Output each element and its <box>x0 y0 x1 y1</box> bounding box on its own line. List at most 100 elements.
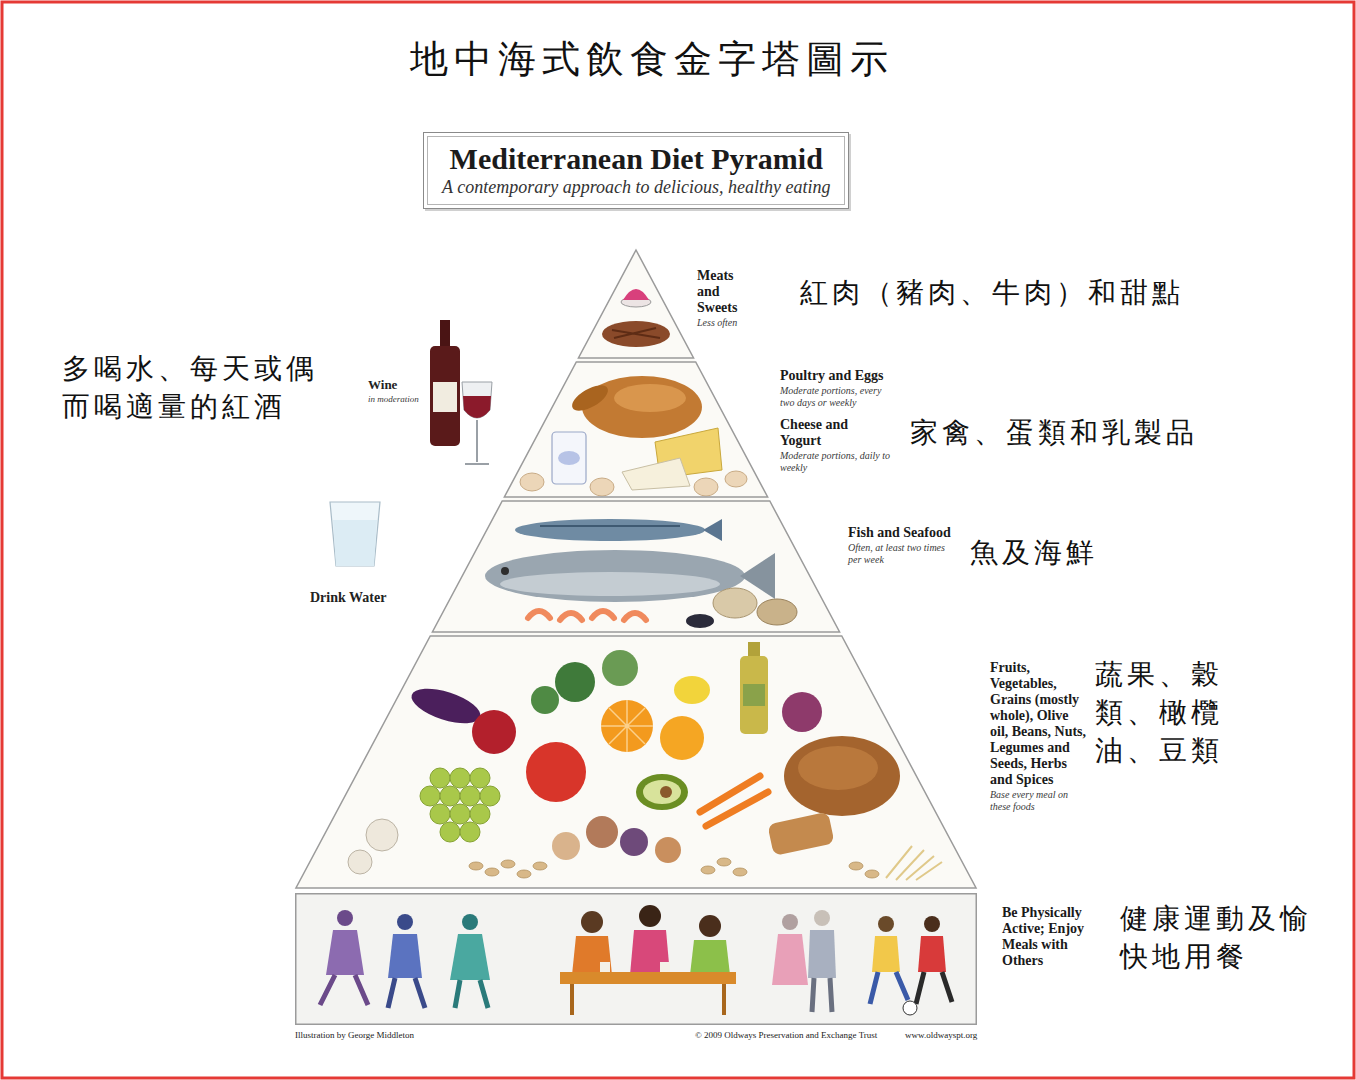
large-fish <box>500 572 720 596</box>
eggs <box>725 471 747 487</box>
label-holder: 家禽、蛋類和乳製品 <box>910 414 1198 452</box>
grapes <box>440 786 460 806</box>
serving-note: Moderate portions, every two days or wee… <box>780 385 892 409</box>
beans-and-nuts <box>733 868 747 876</box>
oranges <box>660 716 704 760</box>
yogurt-cup <box>558 451 580 465</box>
shrimp <box>624 613 646 620</box>
oranges <box>601 700 704 760</box>
oranges <box>601 700 653 752</box>
pyramid-subtitle: A contemporary approach to delicious, he… <box>442 177 830 199</box>
soccer-players <box>918 936 946 972</box>
wine-glass <box>465 420 489 464</box>
grapes <box>470 768 490 788</box>
bread-loaf <box>767 736 900 856</box>
chinese-label: 紅肉（豬肉、牛肉）和甜點 <box>800 274 1184 312</box>
grains <box>886 846 942 880</box>
dancer <box>462 914 478 930</box>
credit-note: Illustration by George Middleton <box>295 1030 414 1041</box>
elderly-couple <box>782 914 798 930</box>
carrots <box>706 792 768 826</box>
label-holder: Drink Water <box>310 590 386 607</box>
large-fish <box>485 550 745 602</box>
beans-and-nuts <box>501 860 515 868</box>
mackerel <box>515 519 705 541</box>
label-holder: © 2009 Oldways Preservation and Exchange… <box>695 1030 877 1041</box>
grapes <box>470 804 490 824</box>
roast-chicken <box>568 376 702 438</box>
elderly-couple <box>808 930 836 978</box>
brie-cheese <box>622 458 690 490</box>
pyramid-tier: Fruits, Vegetables, Grains (mostly whole… <box>295 636 1090 888</box>
eggplant <box>407 682 484 731</box>
eggs <box>520 473 544 491</box>
oranges <box>601 700 653 752</box>
tier-outline <box>296 636 976 888</box>
steak <box>602 321 670 347</box>
dancer <box>388 978 425 1008</box>
side-note: in moderation <box>368 394 419 405</box>
olive-oil-bottle <box>740 656 768 734</box>
eggs <box>520 471 747 496</box>
soccer-players <box>903 1001 917 1015</box>
large-fish <box>501 567 509 575</box>
food-group-label: Fruits, Vegetables, Grains (mostly whole… <box>990 660 1090 788</box>
clams <box>757 599 797 625</box>
credit-note: © 2009 Oldways Preservation and Exchange… <box>695 1030 877 1041</box>
soccer-players <box>870 916 952 1015</box>
activity-band: Be Physically Active; Enjoy Meals with O… <box>295 893 1094 1025</box>
bread-loaf <box>767 812 834 856</box>
steak <box>602 321 670 347</box>
serving-note: Base every meal on these foods <box>990 789 1090 813</box>
dancer <box>320 910 368 1005</box>
water-glass <box>330 502 380 566</box>
dancer <box>397 914 413 930</box>
band-outline <box>296 894 977 1025</box>
label-holder: 健康運動及愉快地用餐 <box>1120 900 1318 976</box>
grapes <box>460 822 480 842</box>
family-at-table <box>660 962 670 972</box>
food-group-label: Fish and Seafood <box>848 525 956 541</box>
avocado <box>636 774 688 810</box>
dancer <box>388 914 425 1008</box>
label-holder: 多喝水、每天或偶而喝適量的紅酒 <box>62 350 324 426</box>
herbs <box>555 662 595 702</box>
chinese-label: 蔬果、穀類、橄欖油、豆類 <box>1095 656 1229 769</box>
wine-bottle <box>430 320 460 446</box>
olive-oil-bottle <box>740 642 768 734</box>
grapes <box>420 768 500 842</box>
dancer <box>326 930 364 975</box>
serving-note: Less often <box>697 317 759 329</box>
tier-text: Fruits, Vegetables, Grains (mostly whole… <box>990 660 1090 813</box>
garlic <box>366 819 398 851</box>
yogurt-cup <box>552 432 586 484</box>
water-glass <box>330 502 380 566</box>
tier-outline <box>578 250 693 358</box>
family-at-table <box>560 905 736 1015</box>
beans-and-nuts <box>701 866 715 874</box>
garlic <box>348 819 398 874</box>
mackerel <box>540 525 680 527</box>
family-at-table <box>639 905 661 927</box>
dancer <box>455 980 488 1008</box>
grapes <box>430 768 450 788</box>
shrimp <box>560 613 582 620</box>
label-holder: www.oldwayspt.org <box>905 1030 977 1041</box>
roast-chicken <box>614 384 686 412</box>
beans-and-nuts <box>517 870 531 878</box>
soccer-players <box>870 972 908 1004</box>
label-holder: 蔬果、穀類、橄欖油、豆類 <box>1095 656 1229 769</box>
elderly-couple <box>814 910 830 926</box>
shrimp <box>528 611 550 618</box>
pyramid-ground <box>296 250 976 888</box>
family-at-table <box>572 984 724 1015</box>
potatoes <box>552 816 681 863</box>
food-group-label: Poultry and Eggs <box>780 368 892 384</box>
carrots <box>700 776 768 826</box>
grapes <box>450 804 470 824</box>
roast-chicken <box>568 380 612 416</box>
steak <box>612 328 660 338</box>
grains <box>886 846 942 880</box>
pyramid-heading: Mediterranean Diet Pyramid <box>442 142 830 177</box>
olive-oil-bottle <box>743 684 765 706</box>
